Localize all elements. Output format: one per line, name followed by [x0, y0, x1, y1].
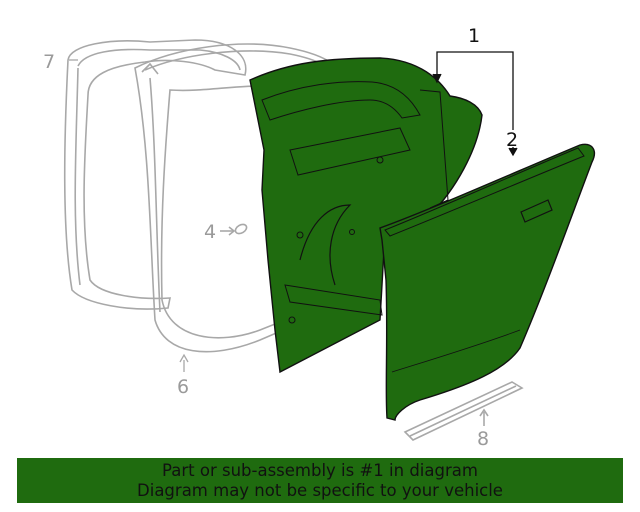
part-4-clip[interactable]	[220, 223, 248, 236]
info-banner: Part or sub-assembly is #1 in diagram Di…	[17, 458, 623, 503]
part-1-door-shell[interactable]	[249, 57, 483, 374]
callout-4: 4	[204, 221, 216, 243]
leader-lines	[69, 51, 518, 372]
callout-8: 8	[477, 428, 489, 450]
callout-2: 2	[506, 129, 518, 151]
parts-diagram: 1 2 4 6 7 8	[43, 25, 596, 450]
banner-line-2: Diagram may not be specific to your vehi…	[137, 481, 503, 500]
callout-6: 6	[177, 376, 189, 398]
banner-line-1: Part or sub-assembly is #1 in diagram	[162, 461, 478, 480]
part-2-outer-panel[interactable]	[379, 143, 596, 421]
callout-7: 7	[43, 51, 55, 73]
part-7-weatherstrip[interactable]	[63, 39, 247, 310]
callout-1: 1	[468, 25, 480, 47]
part-8-molding[interactable]	[403, 381, 524, 441]
